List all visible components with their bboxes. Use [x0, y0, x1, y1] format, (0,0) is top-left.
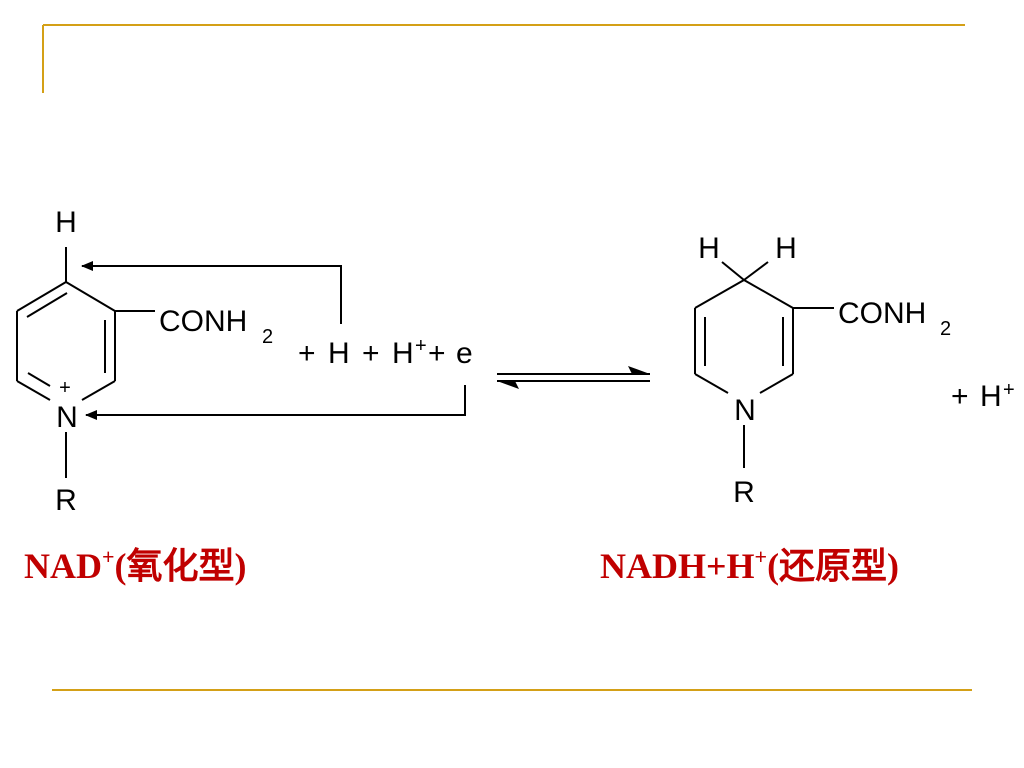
atom-h-right: H — [775, 232, 797, 265]
c4-h-left-bond — [721, 261, 745, 281]
caption-oxidized: NAD+(氧化型) — [24, 544, 247, 586]
ring-bond — [759, 373, 794, 394]
caption-nadh: NADH+H — [600, 546, 755, 586]
reverse-half-head — [497, 381, 519, 389]
equilibrium-arrow — [497, 366, 650, 389]
electron-transfer-arrow — [85, 385, 466, 420]
proton-charge: + — [415, 335, 427, 357]
atom-r: R — [55, 484, 77, 517]
atom-r: R — [733, 476, 755, 509]
ring-bond — [743, 279, 794, 309]
proton-charge: + — [1003, 379, 1015, 401]
proton-h: H — [392, 337, 414, 370]
nad-oxidized-structure: H CONH 2 N + R — [16, 206, 273, 517]
atom-n: N — [734, 394, 756, 427]
group-conh2: CONH — [838, 297, 926, 330]
ring-bond — [81, 380, 116, 401]
atom-h-left: H — [698, 232, 720, 265]
plus-sign: + — [428, 337, 446, 370]
hydrogen-h: H — [328, 337, 350, 370]
electron-e: e — [456, 337, 473, 370]
ring-bond — [65, 281, 116, 312]
reagents: + H + H + + e — [298, 335, 473, 370]
ring-bond — [694, 279, 745, 309]
ring-bond — [694, 373, 729, 394]
plus-sign: + — [298, 337, 316, 370]
slide-frame — [42, 24, 972, 691]
atom-h-top: H — [55, 206, 77, 239]
double-bond-inner — [26, 292, 68, 318]
conh2-subscript: 2 — [940, 318, 951, 340]
plus-sign: + — [951, 380, 969, 413]
ring-bond — [16, 380, 51, 401]
atom-n-charged: N — [56, 401, 78, 434]
proton-h: H — [980, 380, 1002, 413]
ring-bond — [16, 281, 67, 312]
n-charge-plus: + — [59, 377, 71, 399]
caption-nadh-type: (还原型) — [767, 546, 899, 586]
reagent-arrows — [81, 261, 466, 420]
group-conh2: CONH — [159, 305, 247, 338]
conh2-subscript: 2 — [262, 326, 273, 348]
caption-nad-type: (氧化型) — [115, 546, 247, 586]
caption-reduced: NADH+H+(还原型) — [600, 544, 899, 586]
hydride-transfer-arrow — [81, 261, 342, 324]
caption-nad: NAD — [24, 546, 102, 586]
caption-nad-charge: + — [102, 544, 115, 569]
caption-nadh-charge: + — [755, 544, 768, 569]
plus-sign: + — [362, 337, 380, 370]
double-bond-inner — [27, 372, 51, 387]
c4-h-right-bond — [743, 261, 769, 281]
nadh-reduced-structure: H H CONH 2 N R + H + — [694, 232, 1015, 509]
forward-half-head — [628, 366, 650, 374]
